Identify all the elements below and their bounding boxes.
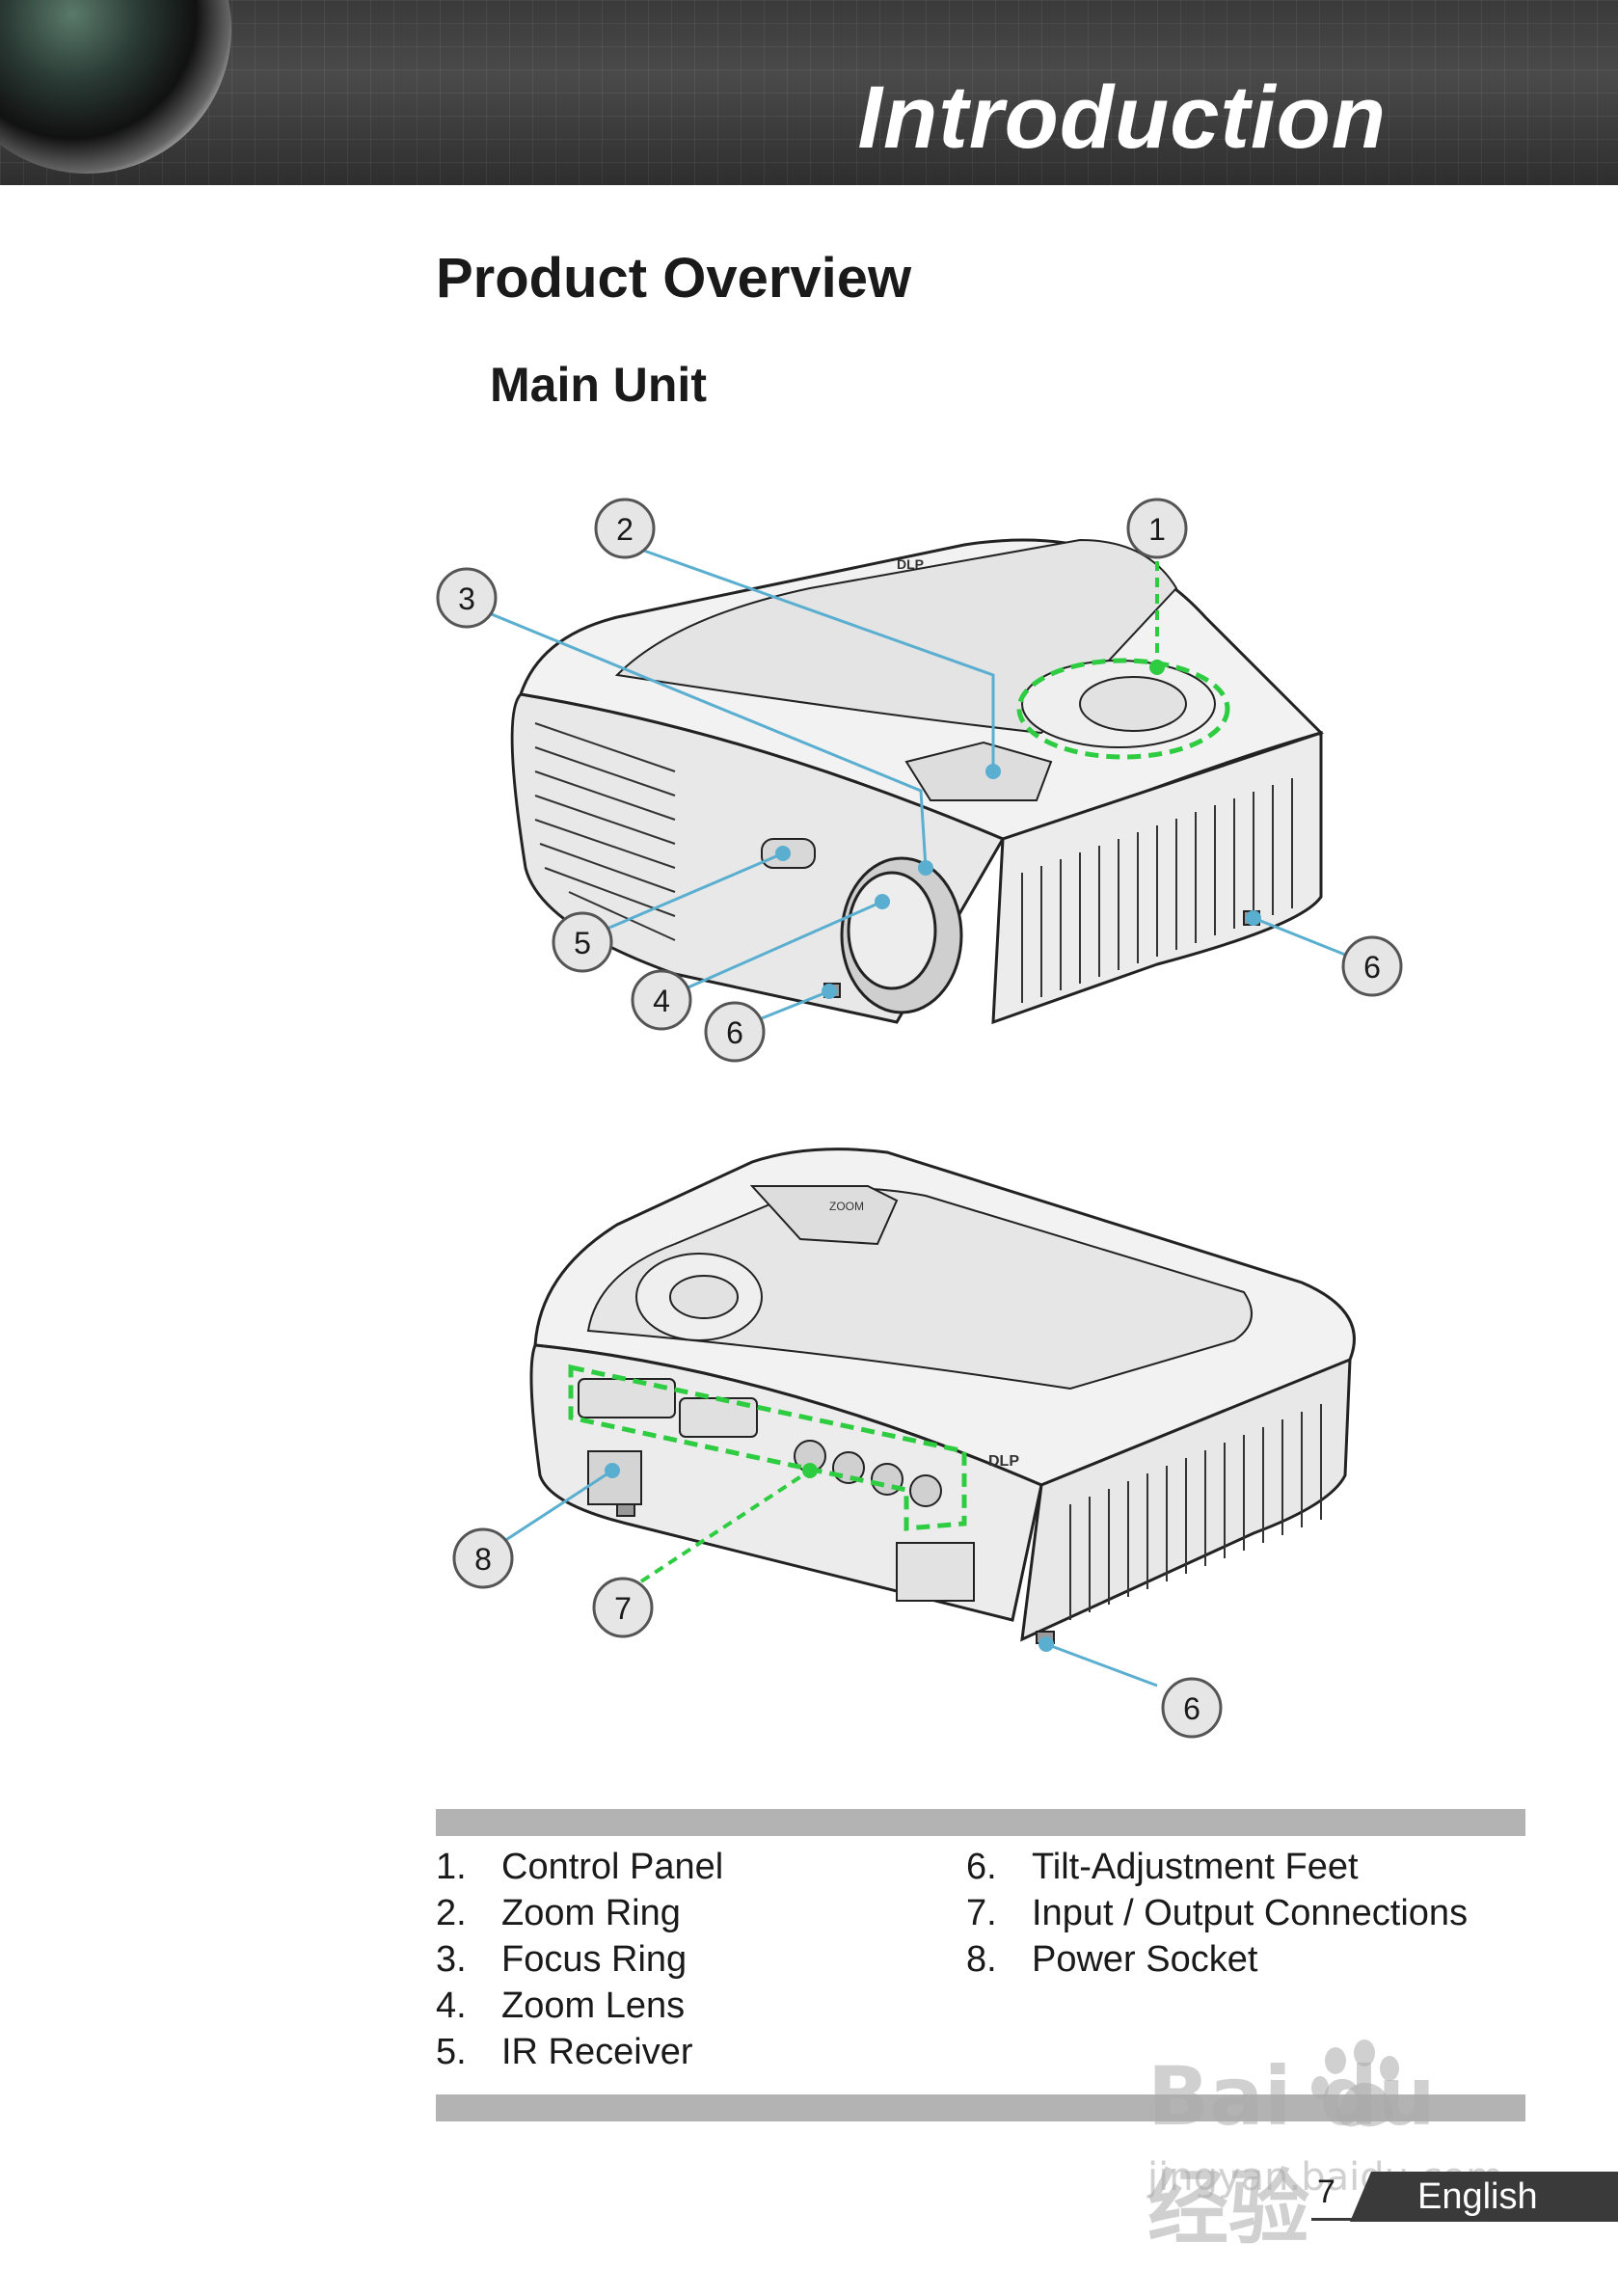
legend-number: 3. (436, 1939, 467, 1980)
callout-3-number: 3 (458, 581, 475, 616)
callout-dot-7 (802, 1463, 818, 1478)
legend-number: 1. (436, 1847, 467, 1887)
legend-number: 8. (966, 1939, 997, 1980)
legend-label: Input / Output Connections (1032, 1893, 1469, 1933)
leader-line-5 (602, 851, 784, 932)
legend-column-left: 1. Control Panel 2. Zoom Ring 3. Focus Ring… (436, 1844, 723, 2075)
header-grid-pattern (0, 0, 1618, 185)
zoom-label-device: ZOOM (829, 1200, 864, 1213)
legend-label: Control Panel (501, 1847, 724, 1887)
leader-line-2 (640, 548, 995, 771)
page-number: 7 (1317, 2174, 1335, 2210)
leader-line-8 (500, 1469, 613, 1545)
legend-number: 5. (436, 2032, 467, 2072)
callout-dot-3 (918, 860, 933, 876)
callout-6a-number: 6 (726, 1015, 743, 1050)
paw-icon (1311, 2039, 1399, 2127)
watermark-brand: Bai du 经验 (1147, 2049, 1436, 2255)
legend-item: 6. Tilt-Adjustment Feet (966, 1844, 1468, 1890)
callout-5-number: 5 (574, 926, 591, 960)
callout-dot-6b (1246, 910, 1261, 926)
leader-line-4 (674, 900, 883, 995)
section-title: Main Unit (490, 358, 707, 412)
callout-7-number: 7 (614, 1591, 632, 1626)
legend-number: 6. (966, 1847, 997, 1887)
callout-dot-4 (875, 894, 890, 909)
dlp-logo-rear: DLP (988, 1453, 1019, 1470)
callout-1-number: 1 (1148, 512, 1166, 547)
callout-dot-2 (985, 764, 1001, 779)
legend-number: 4. (436, 1985, 467, 2026)
callout-6b-number: 6 (1363, 950, 1381, 985)
chapter-title: Introduction (857, 68, 1387, 167)
callout-3: 3 (436, 567, 498, 629)
page-title: Product Overview (436, 247, 912, 310)
legend-item: 8. Power Socket (966, 1936, 1468, 1983)
callout-6b: 6 (1341, 935, 1403, 997)
callout-8-number: 8 (474, 1542, 492, 1577)
product-diagram: 1 2 3 5 4 6 6 (436, 498, 1403, 1739)
legend-top-bar (436, 1809, 1525, 1836)
legend-item: 7. Input / Output Connections (966, 1890, 1468, 1936)
callout-4: 4 (631, 969, 692, 1031)
callout-dot-1 (1149, 660, 1165, 675)
legend-item: 3. Focus Ring (436, 1936, 723, 1983)
legend-item: 5. IR Receiver (436, 2029, 723, 2075)
callout-2: 2 (594, 498, 656, 559)
callout-lines (486, 548, 1346, 1688)
language-label: English (1417, 2176, 1538, 2217)
callout-dashed-lines (639, 561, 1159, 1583)
callout-bubbles: 1 2 3 5 4 6 6 (436, 498, 1403, 1739)
legend-label: Tilt-Adjustment Feet (1032, 1847, 1359, 1887)
dlp-logo-top: DLP (897, 556, 924, 572)
legend-label: Zoom Ring (501, 1893, 681, 1933)
leader-line-6c (1045, 1642, 1158, 1688)
leader-line-3 (486, 610, 928, 869)
projector-front-view (510, 538, 1324, 1025)
leader-line-6a (751, 989, 830, 1024)
callout-dot-6a (822, 984, 837, 999)
callout-6c-number: 6 (1183, 1691, 1200, 1726)
callout-dots (605, 764, 1261, 1652)
io-connections-highlight (568, 1364, 967, 1531)
callout-7: 7 (592, 1577, 654, 1638)
callout-6a: 6 (704, 1001, 766, 1063)
callout-dot-8 (605, 1463, 620, 1478)
callout-4-number: 4 (653, 984, 670, 1018)
legend-label: Zoom Lens (501, 1985, 686, 2026)
legend-number: 7. (966, 1893, 997, 1933)
legend-item: 1. Control Panel (436, 1844, 723, 1890)
callout-1: 1 (1126, 498, 1188, 559)
callout-2-number: 2 (616, 512, 634, 547)
legend-item: 4. Zoom Lens (436, 1983, 723, 2029)
control-panel-highlight (1016, 658, 1230, 760)
callout-6c: 6 (1161, 1677, 1223, 1739)
legend-column-right: 6. Tilt-Adjustment Feet 7. Input / Output … (966, 1844, 1468, 1983)
footer-rule (1311, 2218, 1618, 2221)
callout-dot-6c (1038, 1636, 1054, 1652)
leader-line-7 (639, 1469, 812, 1583)
callout-5: 5 (552, 911, 613, 973)
callout-8: 8 (452, 1527, 514, 1589)
legend-label: IR Receiver (501, 2032, 693, 2072)
leader-line-6b (1253, 916, 1346, 957)
legend-label: Power Socket (1032, 1939, 1258, 1980)
legend-number: 2. (436, 1893, 467, 1933)
legend-item: 2. Zoom Ring (436, 1890, 723, 1936)
legend-label: Focus Ring (501, 1939, 688, 1980)
callout-dot-5 (775, 846, 791, 861)
projector-rear-view (529, 1148, 1356, 1644)
language-tab (1350, 2172, 1618, 2222)
header-banner: Introduction (0, 0, 1618, 185)
highlight-overlays (568, 658, 1230, 1531)
